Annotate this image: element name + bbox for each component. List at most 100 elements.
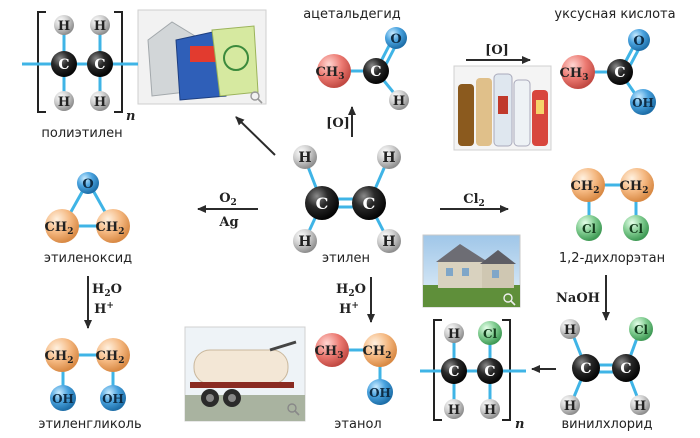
bottles-photo (453, 65, 552, 151)
hydrogen-atom: H (444, 323, 464, 343)
hydrogen-atom: H (377, 145, 401, 169)
svg-text:H: H (298, 234, 311, 250)
ethylene-glycol-label: этиленгликоль (38, 417, 141, 432)
reaction-arrows: [O] [O] O2 Ag Cl2 H2O H+ H2O H+ NaOH (84, 43, 610, 373)
polyethylene-molecule: H H C C H H n полиэтилен (22, 11, 138, 141)
svg-text:CH2: CH2 (571, 179, 600, 196)
svg-text:C: C (484, 364, 495, 380)
ethylene-molecule: H H C C H H этилен (293, 145, 401, 266)
chlorine-atom: Cl (623, 215, 649, 241)
acid-catalyst: H+ (339, 301, 359, 317)
svg-text:H: H (448, 403, 460, 418)
silver-catalyst: Ag (218, 215, 238, 230)
ethylene-oxide-molecule: O CH2 CH2 этиленоксид (44, 172, 132, 266)
house-photo (422, 234, 521, 308)
svg-text:O: O (390, 32, 401, 47)
svg-text:OH: OH (102, 392, 124, 406)
svg-text:OH: OH (369, 386, 391, 400)
svg-text:C: C (370, 64, 381, 80)
carbon-atom: C (572, 354, 600, 382)
svg-text:H: H (58, 95, 70, 110)
polymer-index: n (515, 417, 524, 432)
carbon-atom: C (51, 51, 77, 77)
acid-catalyst: H+ (94, 301, 114, 317)
acetic-acid-molecule: уксусная кислота CH3 C O OH (554, 7, 676, 115)
svg-text:CH2: CH2 (620, 179, 649, 196)
plastic-bags-photo (137, 9, 267, 105)
hydrogen-atom: H (54, 91, 74, 111)
ch3-group: CH3 (560, 55, 595, 89)
hydrogen-atom: H (54, 15, 74, 35)
carbon-atom: C (352, 186, 386, 220)
carbon-atom: C (441, 358, 467, 384)
oxidation-reagent: [O] (485, 43, 509, 58)
svg-text:H: H (564, 323, 576, 338)
svg-text:C: C (620, 361, 631, 377)
vinyl-chloride-molecule: H Cl C C H H винилхлорид (560, 317, 653, 432)
svg-text:Cl: Cl (582, 222, 597, 236)
svg-text:H: H (382, 234, 395, 250)
ch2-group: CH2 (363, 333, 397, 367)
svg-text:Cl: Cl (483, 327, 498, 341)
svg-text:H: H (94, 95, 106, 110)
hydrogen-atom: H (90, 15, 110, 35)
hydrogen-atom: H (480, 399, 500, 419)
acetaldehyde-label: ацетальдегид (303, 7, 401, 22)
carbon-atom: C (477, 358, 503, 384)
ethylene-oxide-label: этиленоксид (44, 251, 132, 266)
acetaldehyde-molecule: ацетальдегид CH3 C O H (303, 7, 409, 110)
svg-text:Cl: Cl (629, 222, 644, 236)
svg-text:CH2: CH2 (96, 349, 125, 366)
svg-text:H: H (298, 150, 311, 166)
hydroxyl-group: OH (50, 385, 76, 411)
ch2-group: CH2 (45, 209, 79, 243)
carbon-atom: C (305, 186, 339, 220)
polyethylene-label: полиэтилен (41, 126, 122, 141)
carbon-atom: C (612, 354, 640, 382)
chlorine-atom: Cl (576, 215, 602, 241)
ch3-group: CH3 (316, 54, 351, 88)
oxidation-reagent: [O] (326, 116, 350, 131)
chlorine-atom: Cl (478, 321, 502, 345)
acetic-acid-label: уксусная кислота (554, 7, 675, 22)
ethylene-label: этилен (322, 251, 370, 266)
polyvinyl-chloride-molecule: H Cl C C H H n (420, 319, 526, 432)
ethanol-molecule: CH3 CH2 OH этанол (315, 333, 397, 432)
svg-text:CH2: CH2 (96, 220, 125, 237)
dichloroethane-molecule: CH2 CH2 Cl Cl 1,2-дихлорэтан (559, 168, 665, 266)
svg-text:CH2: CH2 (363, 344, 392, 361)
ch2-group: CH2 (45, 338, 79, 372)
svg-text:C: C (614, 65, 625, 81)
svg-text:C: C (448, 364, 459, 380)
hydrogen-atom: H (90, 91, 110, 111)
naoh-reagent: NaOH (556, 291, 600, 306)
zoom-icon[interactable] (287, 403, 300, 416)
hydroxyl-group: OH (100, 385, 126, 411)
svg-text:O: O (82, 177, 93, 192)
hydrogen-atom: H (560, 319, 580, 339)
svg-text:C: C (363, 194, 376, 213)
dichloroethane-label: 1,2-дихлорэтан (559, 251, 665, 266)
hydrogen-atom: H (293, 229, 317, 253)
chlorine-reagent: Cl2 (463, 192, 485, 209)
ethanol-label: этанол (334, 417, 381, 432)
ch3-group: CH3 (315, 333, 349, 367)
zoom-icon[interactable] (250, 91, 263, 104)
hydrogen-atom: H (389, 90, 409, 110)
ch2-group: CH2 (96, 209, 130, 243)
hydroxyl-group: OH (630, 89, 656, 115)
svg-text:OH: OH (52, 392, 74, 406)
hydrogen-atom: H (444, 399, 464, 419)
zoom-icon[interactable] (503, 293, 516, 306)
svg-text:H: H (634, 399, 646, 414)
svg-text:H: H (94, 19, 106, 34)
vinyl-chloride-label: винилхлорид (561, 417, 652, 432)
svg-text:CH3: CH3 (560, 66, 589, 83)
hydrogen-atom: H (377, 229, 401, 253)
svg-text:CH3: CH3 (316, 65, 345, 82)
svg-text:O: O (633, 34, 644, 49)
hydrogen-atom: H (560, 395, 580, 415)
hydrogen-atom: H (630, 395, 650, 415)
water-reagent: H2O (336, 282, 366, 299)
svg-text:CH2: CH2 (45, 220, 74, 237)
